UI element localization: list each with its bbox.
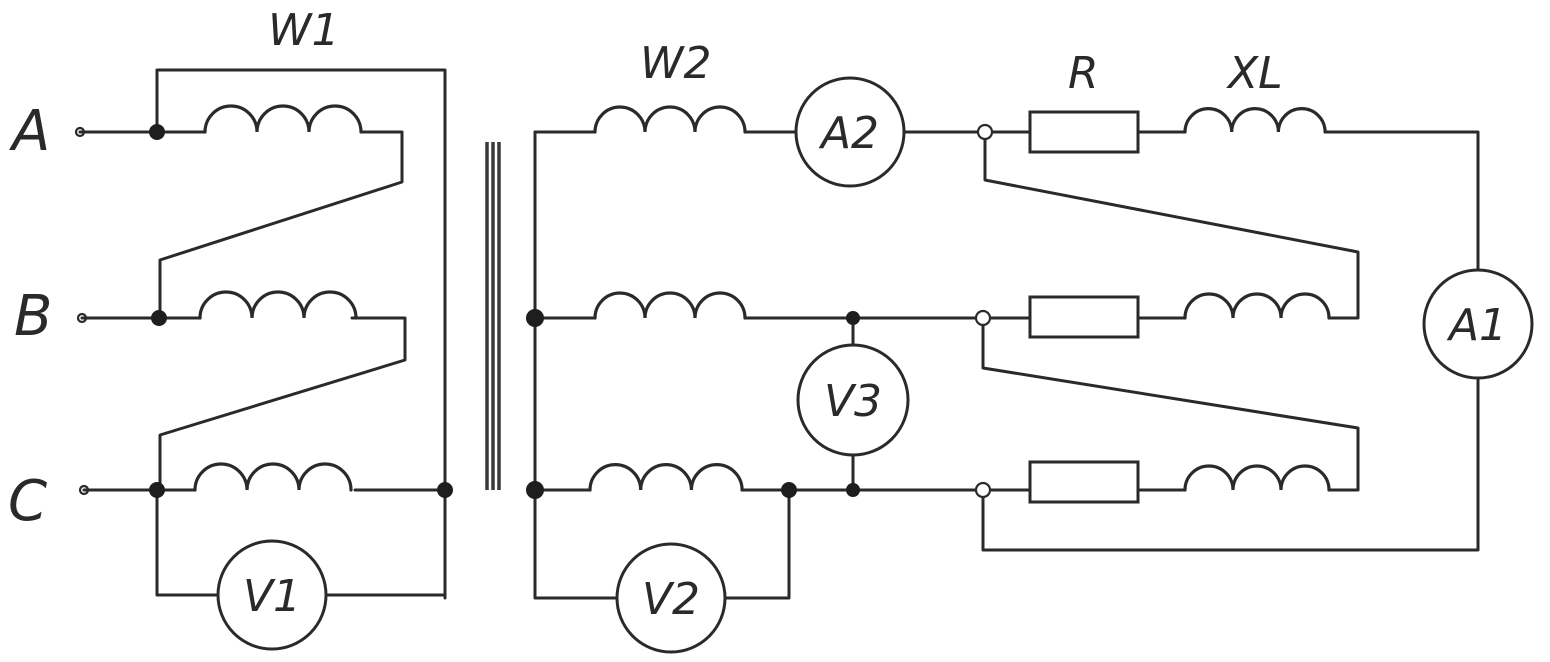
meter-a1-label: A1 [1446, 300, 1507, 351]
primary-wiring [78, 68, 447, 600]
meter-v1-label: V1 [243, 571, 301, 622]
meter-v1: V1 [216, 539, 328, 651]
resistor-2 [1028, 295, 1140, 339]
resistor-1 [1028, 110, 1140, 154]
primary-winding-label: W1 [268, 5, 340, 56]
secondary-winding-label: W2 [640, 38, 712, 89]
primary-coil-c [193, 462, 353, 492]
resistor-3 [1028, 460, 1140, 504]
phase-b-label: B [14, 284, 52, 349]
input-terminals [74, 126, 90, 496]
transformer-core [485, 142, 501, 490]
primary-coil-a [203, 104, 363, 134]
secondary-coil-b [593, 291, 747, 320]
meter-a2: A2 [794, 76, 906, 188]
meter-v2-label: V2 [642, 574, 700, 625]
meter-a2-label: A2 [818, 108, 879, 159]
inductor-label: XL [1226, 48, 1283, 99]
load-inductors [1183, 107, 1331, 492]
load-wiring [981, 130, 1480, 552]
inductor-1 [1183, 107, 1327, 134]
meter-v3: V3 [796, 343, 910, 457]
meter-a1: A1 [1422, 268, 1534, 380]
primary-coil-b [198, 290, 358, 320]
phase-c-label: C [8, 469, 47, 534]
resistor-label: R [1068, 48, 1099, 99]
secondary-coil-a [593, 105, 747, 134]
inductor-3 [1183, 464, 1331, 492]
meter-v2: V2 [615, 542, 727, 654]
inductor-2 [1183, 292, 1331, 320]
junction-dots [149, 123, 994, 499]
primary-coils [193, 104, 363, 492]
meter-v3-label: V3 [824, 376, 882, 427]
secondary-wiring [533, 130, 1032, 600]
secondary-coil-c [588, 463, 744, 492]
phase-a-label: A [9, 99, 50, 164]
secondary-coils [588, 105, 747, 492]
load-resistors [1028, 110, 1140, 504]
